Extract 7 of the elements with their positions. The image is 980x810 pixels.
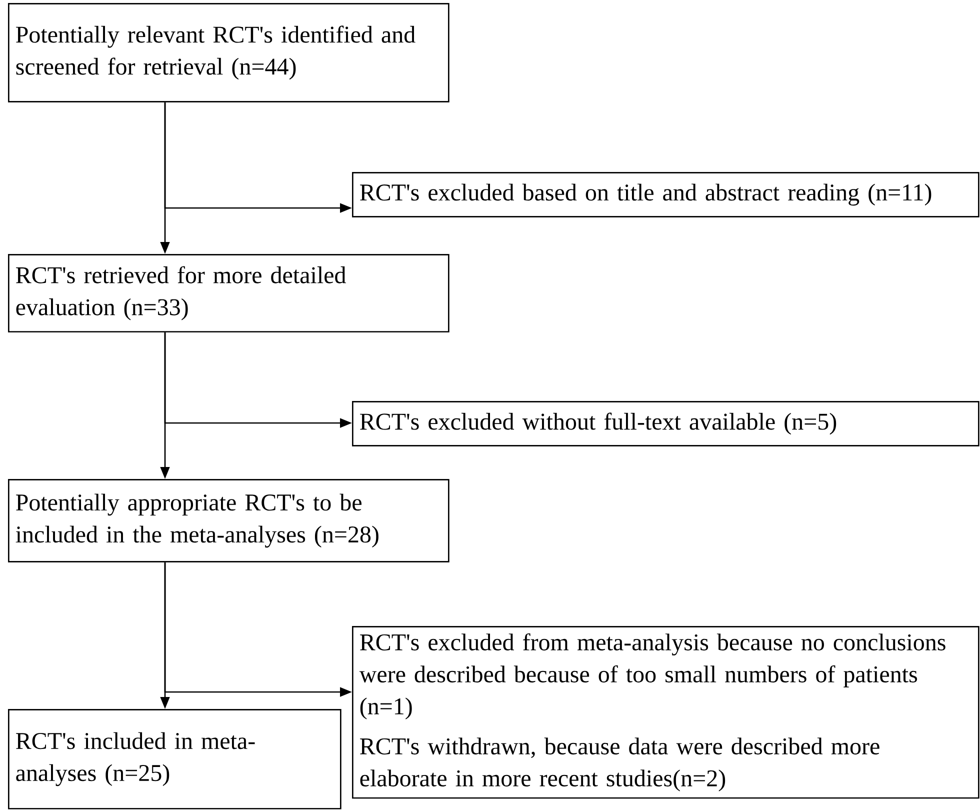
process-box: RCT's excluded without full-text available (n=5)	[352, 401, 980, 446]
process-box: Potentially appropriate RCT's to be included in the meta-analyses (n=28)	[8, 479, 450, 562]
process-box: RCT's retrieved for more detailed evaluation (n=33)	[8, 254, 450, 332]
process-box: Potentially relevant RCT's identified and screened for retrieval (n=44)	[8, 3, 450, 102]
process-box: RCT's excluded from meta-analysis because no conclusions were described because of too small numbers of patients (n=1) RCT's withdrawn, because data were described more elaborate in more recent studies(n=2)	[352, 626, 980, 799]
process-box: RCT's included in meta-analyses (n=25)	[8, 709, 342, 810]
process-box: RCT's excluded based on title and abstract reading (n=11)	[352, 172, 980, 218]
